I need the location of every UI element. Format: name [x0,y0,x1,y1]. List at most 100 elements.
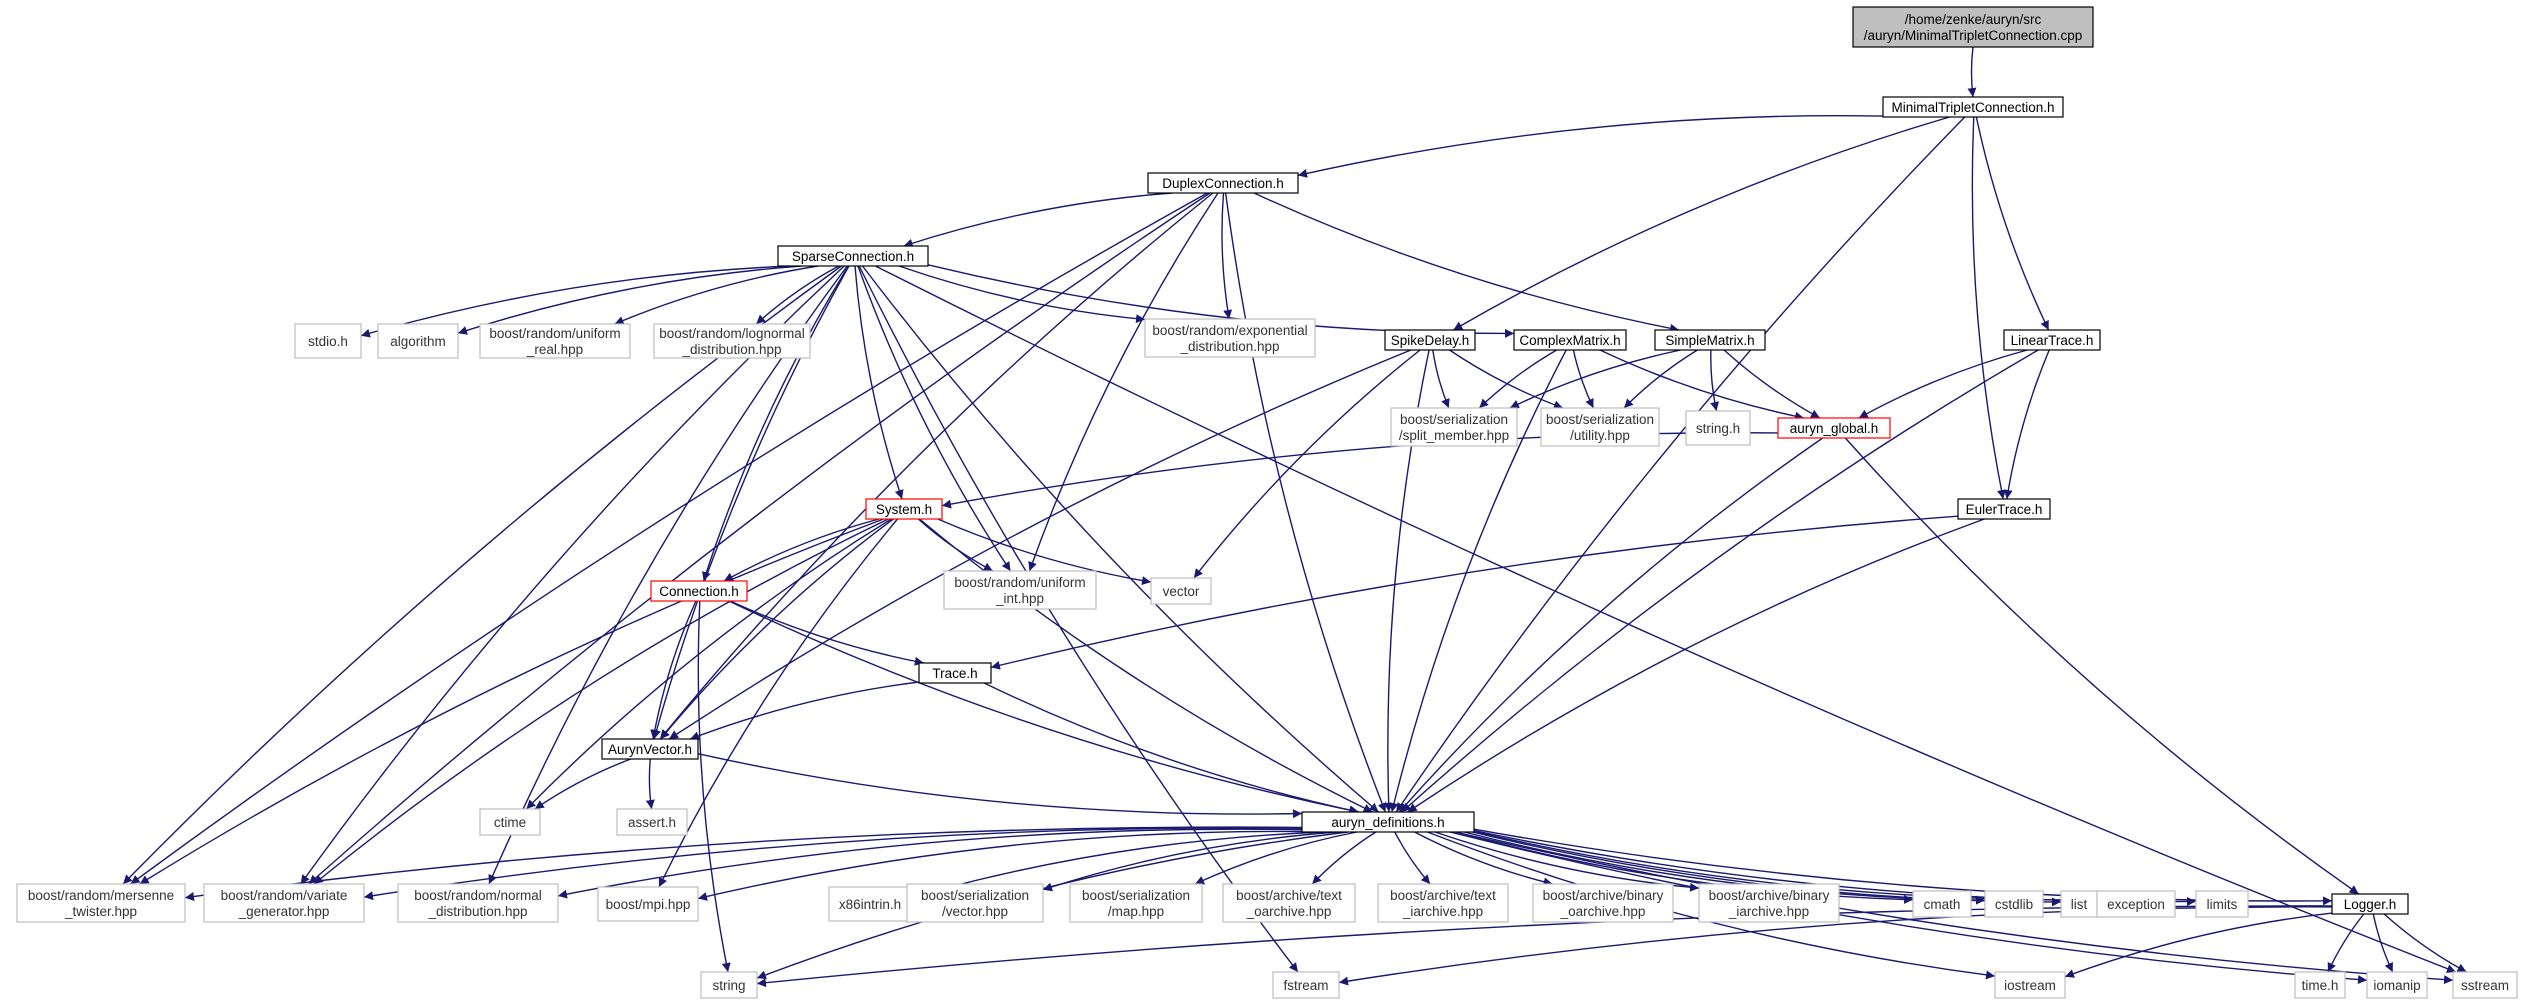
edge-defs-to-variate [363,827,1303,901]
edge-duplex-to-sparse [903,192,1173,248]
edge-sparse-to-system [854,265,904,500]
node-label: AurynVector.h [608,742,692,757]
edge-complexmatrix-to-defs [1389,349,1567,813]
node-eulertrace[interactable]: EulerTrace.h [1957,498,2051,520]
node-root[interactable]: /home/zenke/auryn/src/auryn/MinimalTripl… [1852,6,2094,48]
node-algorithm: algorithm [377,323,459,359]
edge-aurynvector-to-asserth [645,758,655,810]
edge-defs-to-text_oarchive [1311,831,1377,885]
node-box [828,886,912,922]
node-label: _iarchive.hpp [1402,904,1483,919]
node-box [479,323,631,359]
node-box [616,808,688,836]
edge-complexmatrix-to-auryn_global [1599,349,1805,421]
node-defs[interactable]: auryn_definitions.h [1301,811,1475,833]
node-box [1852,6,2094,48]
node-box [1147,172,1299,194]
node-lineartrace[interactable]: LinearTrace.h [2003,329,2101,351]
edge-trace-to-defs [983,682,1360,815]
node-label: /home/zenke/auryn/src [1905,12,2042,27]
node-text-oarchive: boost/archive/text_oarchive.hpp [1222,883,1356,923]
edge-mtc-to-duplex [1297,114,1884,178]
node-box [1513,329,1627,351]
edge-system-to-variate [313,518,889,885]
node-system[interactable]: System.h [865,498,943,520]
node-duplex[interactable]: DuplexConnection.h [1147,172,1299,194]
edge-lineartrace-to-eulertrace [2003,349,2050,500]
node-limits: limits [2195,890,2249,918]
node-label: iostream [2004,978,2056,993]
node-box [2096,890,2176,918]
node-label: ComplexMatrix.h [1519,333,1620,348]
node-logger[interactable]: Logger.h [2331,893,2409,915]
edge-simplematrix-to-stringh [1710,349,1720,412]
node-label: x86intrin.h [839,897,901,912]
node-connection[interactable]: Connection.h [650,580,748,602]
node-label: boost/serialization [1400,412,1508,427]
node-exponential: boost/random/exponential_distribution.hp… [1144,318,1316,358]
node-string: string [700,971,758,999]
node-aurynvector[interactable]: AurynVector.h [601,738,699,760]
node-label: limits [2207,897,2238,912]
node-box [1540,407,1660,447]
edge-sparse-to-mersenne [122,265,842,885]
edge-system-to-vector [937,518,1152,586]
edge-system-to-aurynvector [660,518,894,740]
node-label: boost/random/normal [414,888,542,903]
node-box [1532,883,1674,923]
edge-complexmatrix-to-utility [1572,349,1595,409]
node-label: /map.hpp [1108,904,1164,919]
node-label: _oarchive.hpp [1246,904,1332,919]
node-label: _iarchive.hpp [1728,904,1809,919]
edge-mtc-to-defs [1395,116,1966,813]
edge-spikedelay-to-aurynvector [668,349,1412,740]
node-box [650,580,748,602]
node-label: SparseConnection.h [792,249,914,264]
node-sparse[interactable]: SparseConnection.h [777,245,929,267]
node-label: stdio.h [308,334,348,349]
node-spikedelay[interactable]: SpikeDelay.h [1384,329,1476,351]
node-label: LinearTrace.h [2011,333,2094,348]
edge-sparse-to-defs [861,265,1379,813]
node-box [1150,577,1212,605]
edge-duplex-to-uniform_int [1028,192,1219,572]
node-box [1984,890,2044,918]
node-box [943,570,1097,610]
node-label: _real.hpp [526,342,583,357]
edge-sparse-to-aurynvector [652,265,850,740]
node-label: boost/random/lognormal [659,326,805,341]
node-mtc[interactable]: MinimalTripletConnection.h [1882,96,2064,118]
node-label: _oarchive.hpp [1560,904,1646,919]
node-box [1222,883,1356,923]
node-box [777,245,929,267]
node-label: list [2071,897,2088,912]
node-label: SimpleMatrix.h [1665,333,1754,348]
node-box [1069,883,1203,923]
node-label: _distribution.hpp [1179,339,1279,354]
node-label: boost/random/uniform [954,575,1085,590]
node-box [2366,971,2428,999]
edge-sparse-to-uniform_real [614,265,819,325]
node-label: assert.h [628,815,676,830]
edge-defs-to-binary_oarchive [1414,831,1553,887]
node-simplematrix[interactable]: SimpleMatrix.h [1654,329,1766,351]
node-complexmatrix[interactable]: ComplexMatrix.h [1513,329,1627,351]
node-list: list [2060,890,2098,918]
node-trace[interactable]: Trace.h [918,662,992,684]
node-box [1272,971,1340,999]
node-auryn-global[interactable]: auryn_global.h [1777,417,1891,439]
node-label: boost/mpi.hpp [606,897,691,912]
node-label: /utility.hpp [1570,428,1630,443]
node-label: /auryn/MinimalTripletConnection.cpp [1864,28,2083,43]
edge-simplematrix-to-auryn_global [1723,349,1821,419]
node-ser-map: boost/serialization/map.hpp [1069,883,1203,923]
node-box [2003,329,2101,351]
edge-defs-to-iomanip [1449,831,2368,985]
node-label: Trace.h [932,666,977,681]
edge-root-to-mtc [1967,46,1977,98]
node-box [1777,417,1891,439]
node-label: sstream [2461,978,2509,993]
node-label: _generator.hpp [238,904,330,919]
node-box [203,883,365,923]
